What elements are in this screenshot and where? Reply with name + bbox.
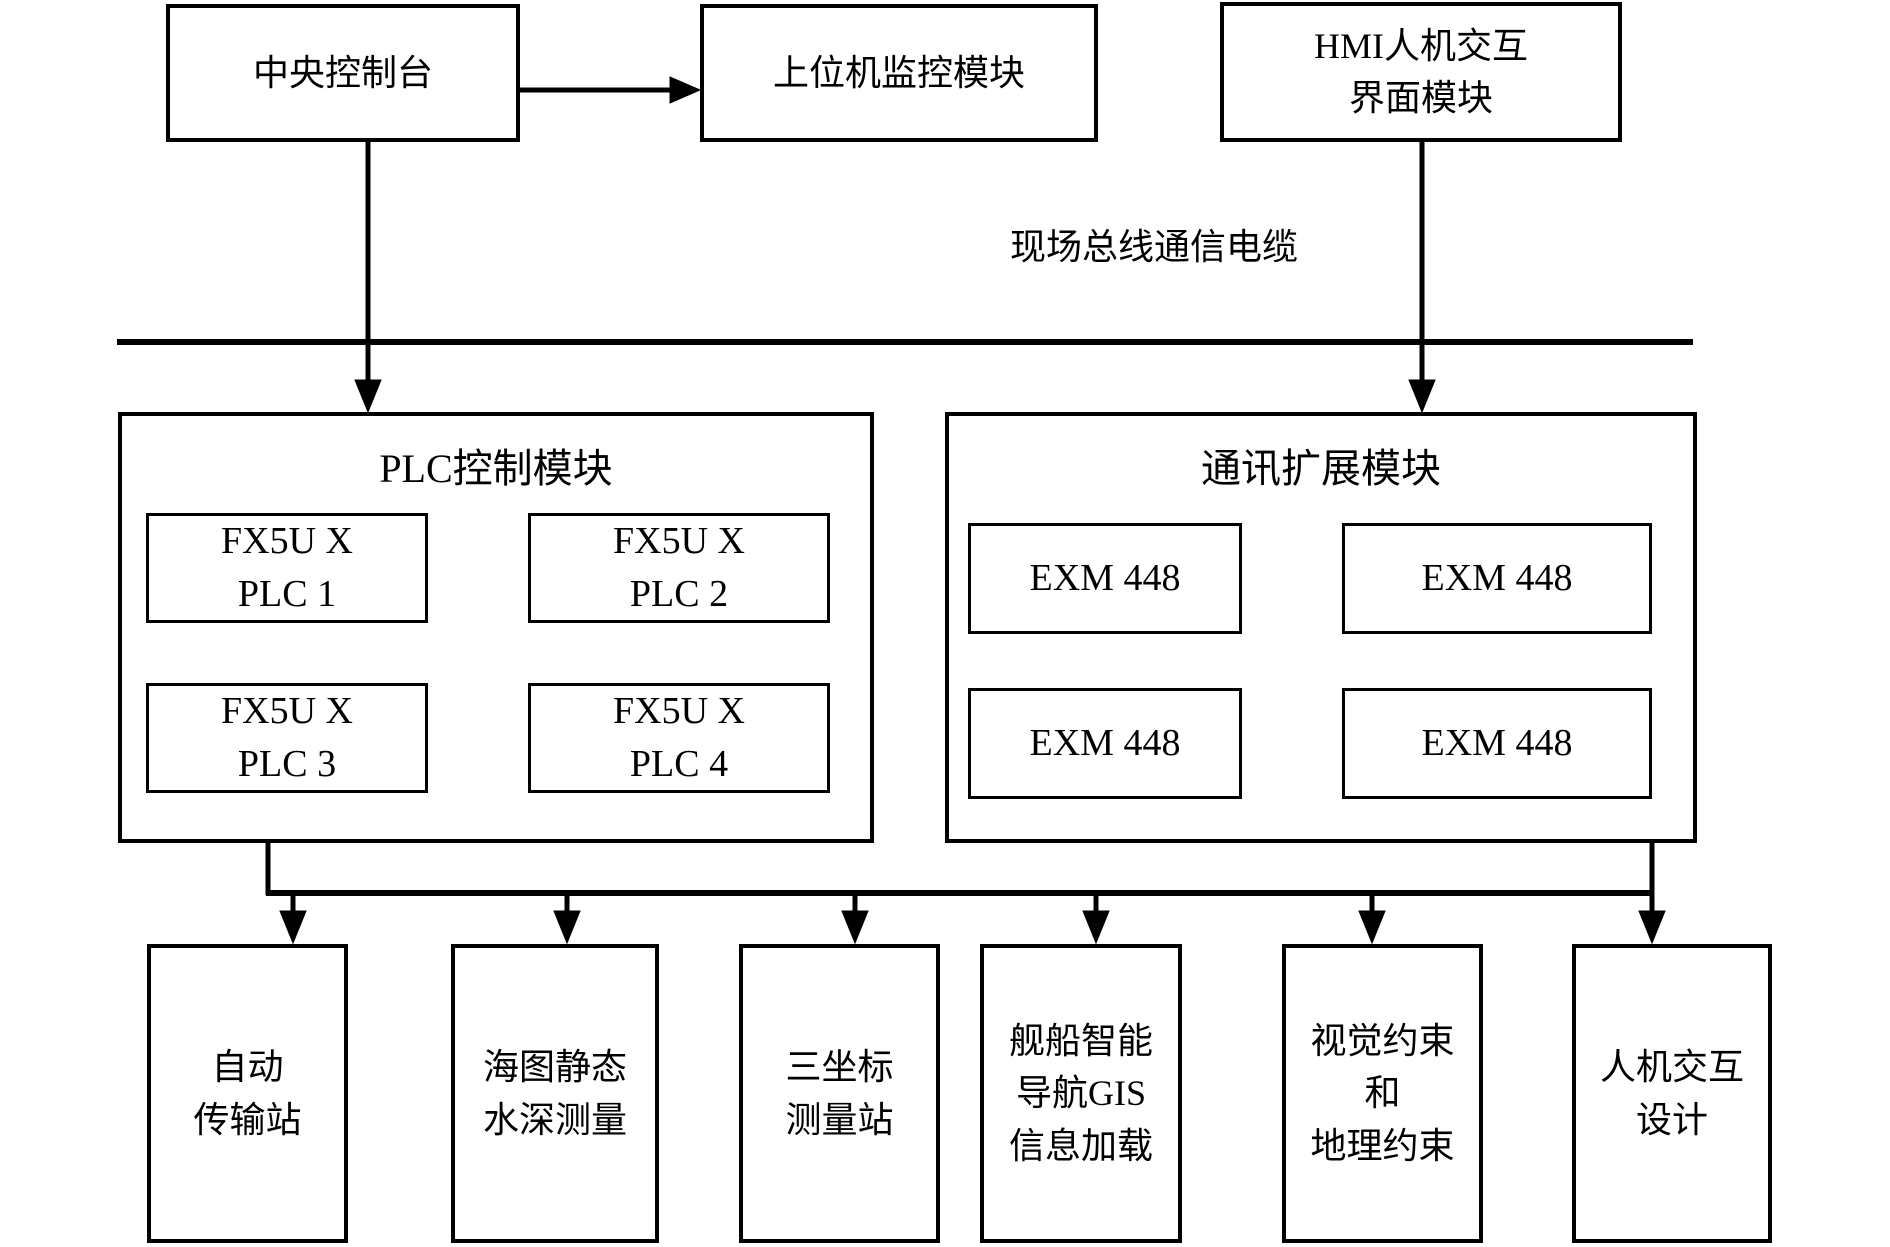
constraints-line3: 地理约束 [1310, 1125, 1455, 1166]
hmi-interface-label-line1: HMI人机交互 [1314, 25, 1528, 66]
arrow-hmi-to-comm-head [1408, 379, 1436, 414]
plc-unit-1-line2: PLC 1 [237, 573, 337, 615]
hmi-design-line2: 设计 [1635, 1099, 1708, 1140]
arrow-to-ship-gis-head [1082, 910, 1110, 945]
box-visual-geo-constraints: 视觉约束 和 地理约束 [1282, 944, 1483, 1243]
constraints-line1: 视觉约束 [1310, 1021, 1455, 1062]
exm-unit-3-label: EXM 448 [1029, 721, 1181, 764]
chart-static-depth-line2: 水深测量 [482, 1099, 627, 1140]
arrow-to-chart-depth-head [553, 910, 581, 945]
arrow-console-to-monitor-head [669, 76, 702, 104]
box-host-monitor: 上位机监控模块 [700, 4, 1098, 142]
plc-unit-3-line2: PLC 3 [237, 743, 337, 785]
hmi-interface-label-line2: 界面模块 [1348, 78, 1493, 118]
box-exm-unit-4: EXM 448 [1342, 688, 1652, 799]
ship-gis-line2: 导航GIS [1015, 1073, 1146, 1114]
ship-gis-line3: 信息加载 [1008, 1125, 1153, 1166]
plc-unit-2-line2: PLC 2 [629, 573, 729, 615]
box-exm-unit-2: EXM 448 [1342, 523, 1652, 634]
box-ship-gis-loading: 舰船智能 导航GIS 信息加载 [980, 944, 1182, 1243]
box-hmi-interface: HMI人机交互 界面模块 [1220, 2, 1622, 142]
box-plc-unit-3: FX5U X PLC 3 [146, 683, 428, 793]
exm-unit-2-label: EXM 448 [1421, 556, 1573, 599]
three-coordinate-line2: 测量站 [785, 1099, 894, 1140]
arrow-to-constraints-head [1358, 910, 1386, 945]
fieldbus-label: 现场总线通信电缆 [1009, 227, 1298, 267]
box-chart-static-depth: 海图静态 水深测量 [451, 944, 659, 1243]
arrow-console-to-plc-head [354, 379, 382, 414]
three-coordinate-line1: 三坐标 [785, 1047, 894, 1088]
plc-unit-4-line2: PLC 4 [629, 743, 729, 785]
auto-transfer-line2: 传输站 [193, 1099, 302, 1140]
box-plc-unit-1: FX5U X PLC 1 [146, 513, 428, 623]
comm-module-title: 通讯扩展模块 [1201, 446, 1441, 491]
plc-unit-4-line1: FX5U X [613, 689, 745, 732]
box-three-coordinate-station: 三坐标 测量站 [739, 944, 940, 1243]
box-exm-unit-3: EXM 448 [968, 688, 1242, 799]
box-auto-transfer-station: 自动 传输站 [147, 944, 348, 1243]
chart-static-depth-line1: 海图静态 [482, 1047, 627, 1088]
exm-unit-4-label: EXM 448 [1421, 721, 1573, 764]
box-plc-unit-2: FX5U X PLC 2 [528, 513, 830, 623]
plc-unit-2-line1: FX5U X [613, 519, 745, 562]
box-plc-unit-4: FX5U X PLC 4 [528, 683, 830, 793]
box-exm-unit-1: EXM 448 [968, 523, 1242, 634]
constraints-line2: 和 [1364, 1073, 1401, 1114]
arrow-to-auto-transfer-head [279, 910, 307, 945]
arrow-to-three-coordinate-head [841, 910, 869, 945]
hmi-design-line1: 人机交互 [1599, 1047, 1744, 1088]
plc-module-title: PLC控制模块 [379, 446, 613, 491]
plc-unit-3-line1: FX5U X [221, 689, 353, 732]
central-console-label: 中央控制台 [252, 52, 433, 93]
plc-unit-1-line1: FX5U X [221, 519, 353, 562]
auto-transfer-line1: 自动 [211, 1047, 284, 1088]
host-monitor-label: 上位机监控模块 [772, 52, 1025, 93]
ship-gis-line1: 舰船智能 [1008, 1021, 1153, 1062]
exm-unit-1-label: EXM 448 [1029, 556, 1181, 599]
box-hmi-design: 人机交互 设计 [1572, 944, 1772, 1243]
arrow-comm-to-hmi-design-head [1638, 910, 1666, 945]
box-central-console: 中央控制台 [166, 4, 520, 142]
